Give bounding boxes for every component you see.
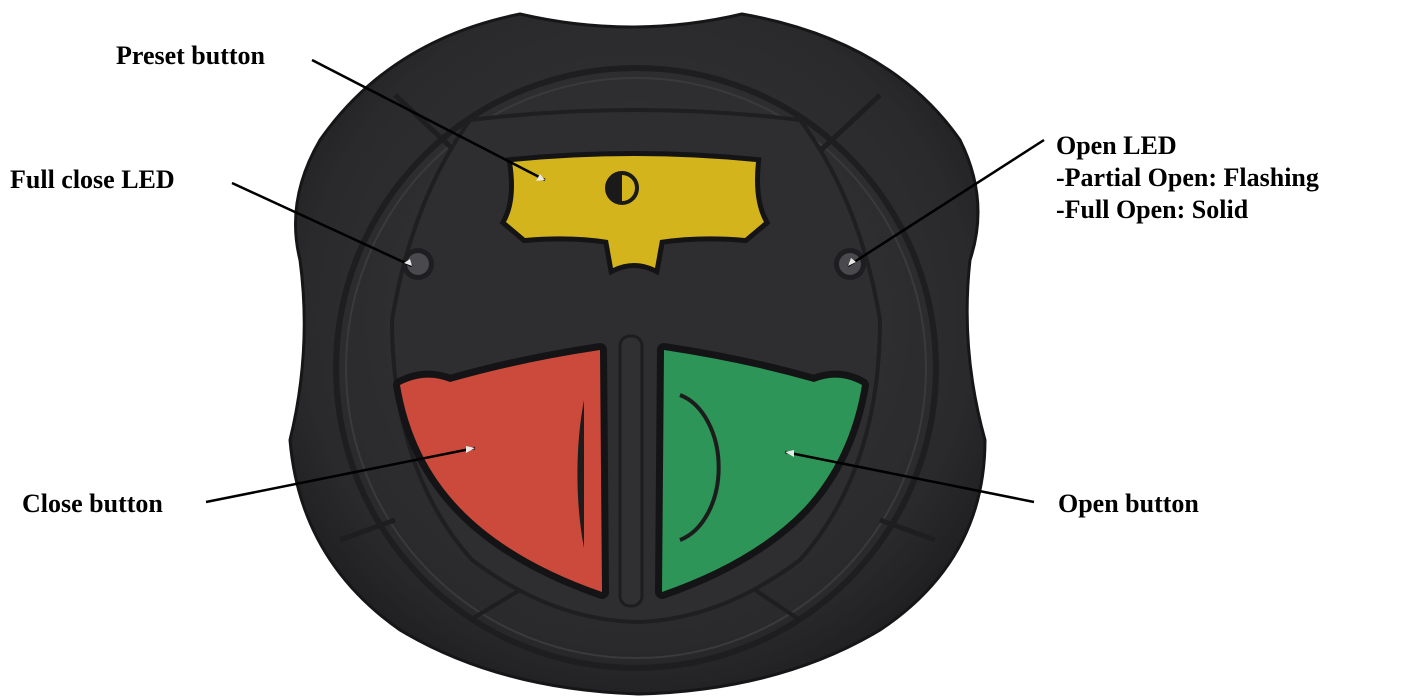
label-full-close-led: Full close LED xyxy=(10,164,175,196)
label-preset-button: Preset button xyxy=(116,40,265,72)
open-led-line1: -Partial Open: Flashing xyxy=(1056,162,1319,194)
remote-housing xyxy=(290,14,985,694)
label-open-led: Open LED -Partial Open: Flashing -Full O… xyxy=(1056,130,1319,226)
open-led-line2: -Full Open: Solid xyxy=(1056,194,1319,226)
label-close-button: Close button xyxy=(22,488,163,520)
label-open-button: Open button xyxy=(1058,488,1199,520)
open-led-title: Open LED xyxy=(1056,130,1319,162)
center-divider xyxy=(620,336,642,606)
